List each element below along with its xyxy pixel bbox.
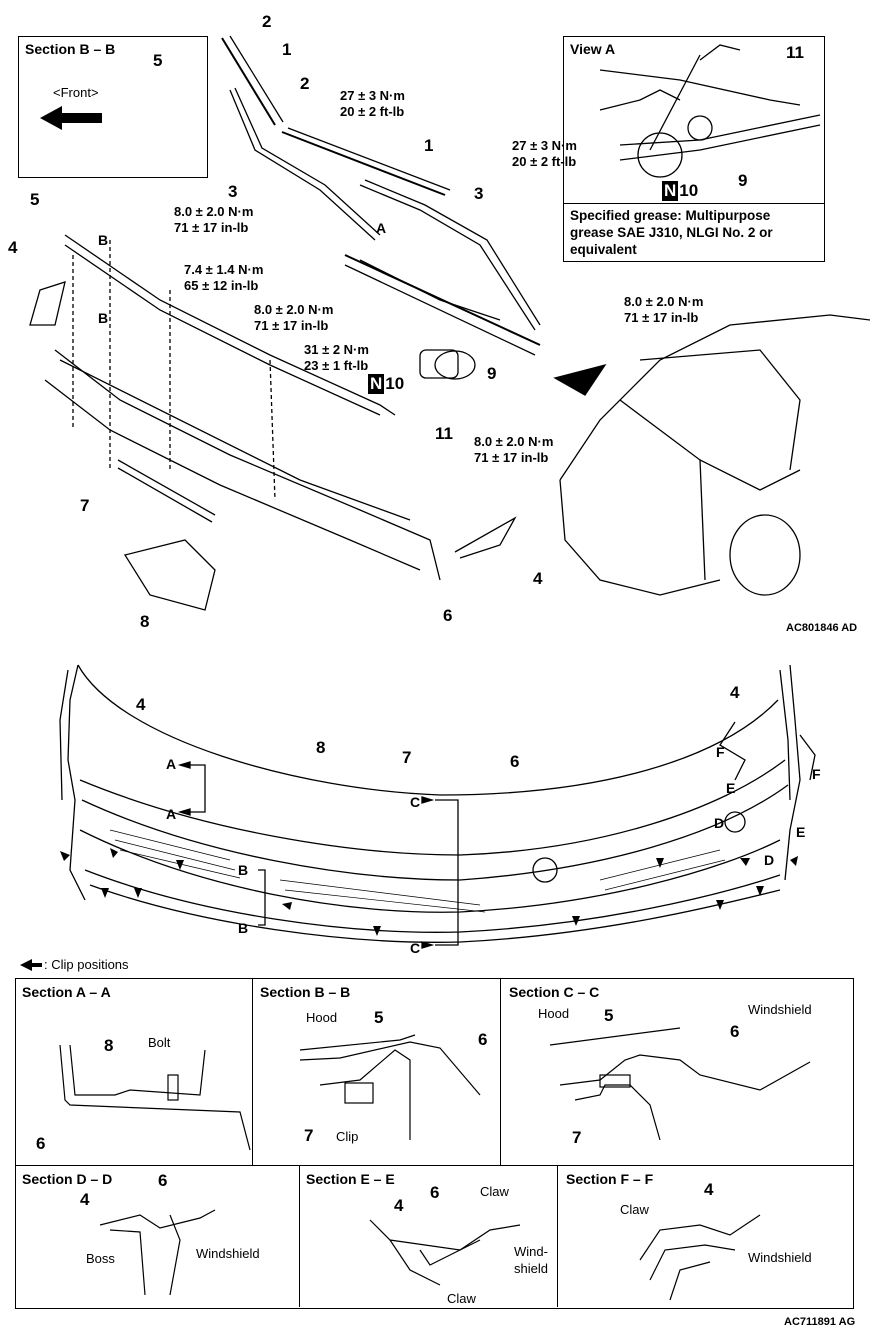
section-bb-hood: Hood: [306, 1010, 338, 1025]
sections-grid: [15, 978, 854, 1309]
grid-vline-1: [252, 978, 253, 1165]
section-cc-part-5: 5: [604, 1006, 614, 1025]
mid-marker-e-right: E: [796, 824, 806, 840]
front-label: <Front>: [53, 85, 99, 100]
section-bb-title: Section B – B: [25, 41, 116, 57]
part-7: 7: [80, 496, 90, 515]
mid-marker-d-left: D: [714, 815, 725, 831]
mid-part-6: 6: [510, 752, 520, 771]
mid-marker-e-left: E: [726, 780, 736, 796]
section-dd-boss: Boss: [86, 1251, 115, 1266]
section-cc-part-6: 6: [730, 1022, 740, 1041]
section-bb-inset: Section B – B <Front> 5: [18, 36, 208, 178]
section-ff-title: Section F – F: [566, 1171, 654, 1187]
part-4-right: 4: [533, 569, 543, 588]
part-4-left: 4: [8, 238, 18, 257]
mid-part-8: 8: [316, 738, 326, 757]
part-6: 6: [443, 606, 453, 625]
mid-marker-c-bot: C: [410, 940, 421, 956]
part-1-upper: 1: [282, 40, 292, 59]
figure-code-1: AC801846 AD: [786, 622, 858, 634]
part-8: 8: [140, 612, 150, 631]
section-aa-bolt: Bolt: [148, 1035, 171, 1050]
section-ee-claw-bottom: Claw: [447, 1291, 476, 1306]
view-a-part-11: 11: [786, 43, 804, 62]
section-cc-hood: Hood: [538, 1006, 570, 1021]
grease-note-divider: [564, 203, 824, 204]
section-ff-claw: Claw: [620, 1202, 649, 1217]
section-bb-lower-title: Section B – B: [260, 984, 351, 1000]
mid-marker-f-left: F: [716, 744, 725, 760]
mid-part-4-left: 4: [136, 695, 146, 714]
part-2-lower: 2: [300, 74, 310, 93]
grid-vline-4: [557, 1165, 558, 1307]
section-ee-part-6: 6: [430, 1183, 440, 1202]
section-dd-part-6: 6: [158, 1171, 168, 1190]
part-9: 9: [487, 364, 497, 383]
section-ee-part-4: 4: [394, 1196, 404, 1215]
marker-a: A: [376, 220, 387, 236]
mid-marker-b-bot: B: [238, 920, 249, 936]
section-ff-windshield: Windshield: [748, 1250, 812, 1265]
section-ee-wind: Wind-: [514, 1244, 548, 1259]
part-11: 11: [435, 424, 453, 443]
section-ee-shield: shield: [514, 1261, 548, 1276]
section-dd-part-4: 4: [80, 1190, 90, 1209]
mid-part-7: 7: [402, 748, 412, 767]
figure-code-2: AC711891 AG: [784, 1316, 856, 1328]
mid-marker-a-bot: A: [166, 806, 177, 822]
section-ff-part-4: 4: [704, 1180, 714, 1199]
section-cc-title: Section C – C: [509, 984, 600, 1000]
part-3-right: 3: [474, 184, 484, 203]
section-bb-clip: Clip: [336, 1129, 359, 1144]
mid-marker-c-top: C: [410, 794, 421, 810]
n-badge: N: [662, 181, 679, 201]
marker-b-1: B: [98, 232, 109, 248]
view-a-part-9: 9: [738, 171, 748, 190]
marker-b-2: B: [98, 310, 109, 326]
section-bb-part-7: 7: [304, 1126, 314, 1145]
section-aa-part-6: 6: [36, 1134, 46, 1153]
grid-vline-2: [500, 978, 501, 1165]
grease-note: Specified grease: Multipurpose grease SA…: [570, 208, 773, 257]
section-ee-claw-top: Claw: [480, 1184, 509, 1199]
part-5-label: 5: [153, 51, 163, 70]
part-5: 5: [30, 190, 40, 209]
section-bb-part-5: 5: [374, 1008, 384, 1027]
section-ee-title: Section E – E: [306, 1171, 395, 1187]
section-cc-windshield: Windshield: [748, 1002, 812, 1017]
mid-marker-d-right: D: [764, 852, 775, 868]
section-aa-part-8: 8: [104, 1036, 114, 1055]
section-dd-windshield: Windshield: [196, 1246, 260, 1261]
section-cc-part-7: 7: [572, 1128, 582, 1147]
part-3-left: 3: [228, 182, 238, 201]
mid-marker-f-right: F: [812, 766, 821, 782]
part-2-upper: 2: [262, 12, 272, 31]
grid-hline: [15, 1165, 853, 1166]
section-aa-title: Section A – A: [22, 984, 111, 1000]
grid-vline-3: [299, 1165, 300, 1307]
clip-legend: : Clip positions: [44, 957, 129, 972]
view-a-title: View A: [570, 41, 616, 57]
section-dd-title: Section D – D: [22, 1171, 113, 1187]
mid-marker-b-top: B: [238, 862, 249, 878]
mid-marker-a-top: A: [166, 756, 177, 772]
mid-part-4-right: 4: [730, 683, 740, 702]
section-bb-part-6: 6: [478, 1030, 488, 1049]
part-1-lower: 1: [424, 136, 434, 155]
